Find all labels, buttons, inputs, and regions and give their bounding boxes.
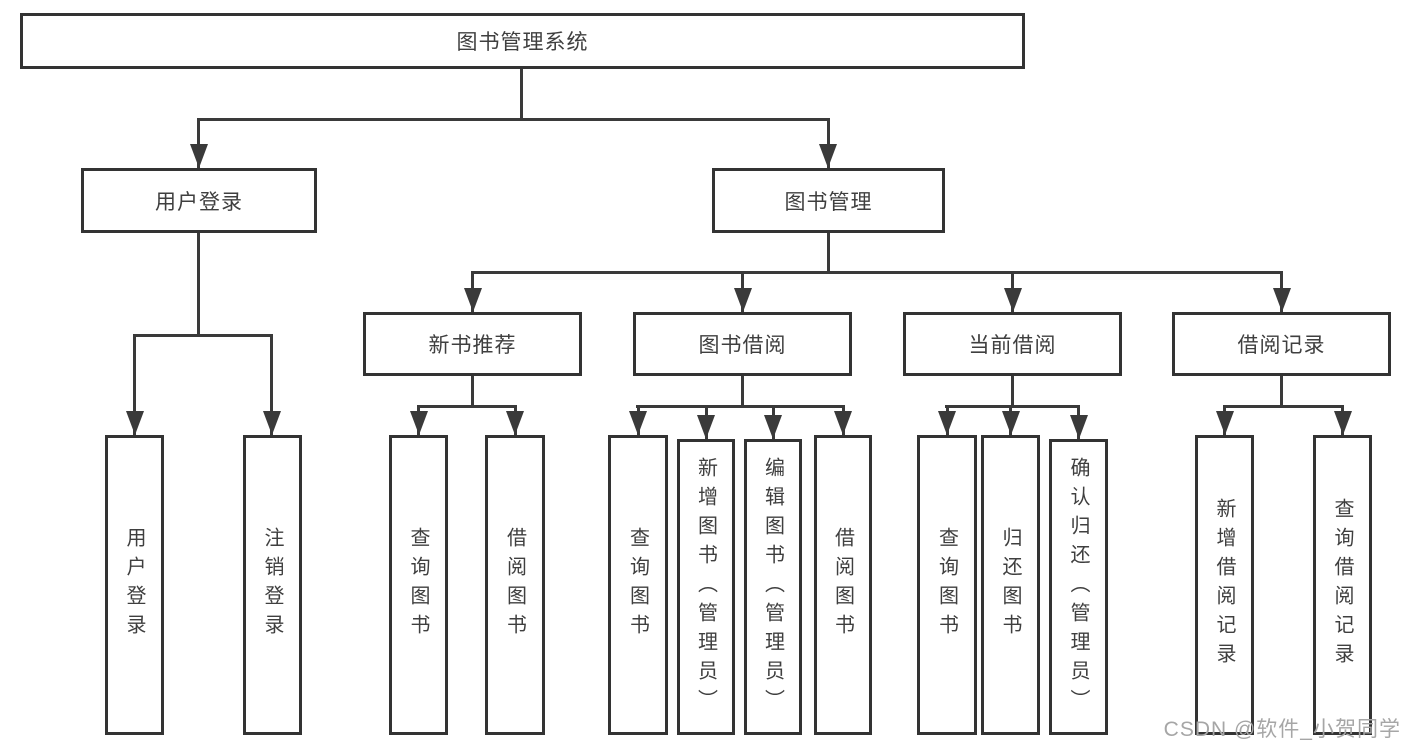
node-label: 借阅图书 — [831, 527, 854, 643]
edge-line — [827, 233, 830, 271]
arrowhead-icon — [629, 411, 647, 435]
node-label: 当前借阅 — [968, 334, 1057, 357]
leaf-logout: 注销登录 — [243, 435, 302, 735]
edge-line — [133, 334, 273, 337]
edge-line — [197, 118, 200, 168]
edge-line — [270, 334, 273, 435]
leaf-borrow-books-recommend: 借阅图书 — [485, 435, 545, 735]
arrowhead-icon — [1216, 411, 1234, 435]
node-current-borrowing: 当前借阅 — [903, 312, 1122, 376]
leaf-query-borrow-record: 查询借阅记录 — [1313, 435, 1372, 735]
node-label: 查询借阅记录 — [1331, 498, 1353, 672]
node-label: 用户登录 — [123, 527, 145, 643]
edge-line — [1011, 376, 1014, 405]
leaf-confirm-return-admin: 确认归还（管理员） — [1049, 439, 1108, 735]
node-label: 新增图书（管理员） — [694, 456, 717, 718]
node-new-book-recommend: 新书推荐 — [363, 312, 582, 376]
arrowhead-icon — [1334, 411, 1352, 435]
edge-line — [471, 271, 1283, 274]
node-label: 新书推荐 — [428, 334, 517, 357]
arrowhead-icon — [1002, 411, 1020, 435]
node-label: 借阅图书 — [503, 527, 526, 643]
edge-line — [197, 118, 830, 121]
arrowhead-icon — [819, 144, 837, 168]
arrowhead-icon — [464, 288, 482, 312]
node-label: 图书管理系统 — [456, 31, 589, 54]
node-user-login: 用户登录 — [81, 168, 317, 233]
node-label: 查询图书 — [407, 527, 429, 643]
leaf-query-books-recommend: 查询图书 — [389, 435, 448, 735]
node-book-borrowing: 图书借阅 — [633, 312, 852, 376]
leaf-borrow-books: 借阅图书 — [814, 435, 872, 735]
arrowhead-icon — [834, 411, 852, 435]
node-label: 编辑图书（管理员） — [761, 456, 784, 718]
edge-line — [520, 69, 523, 118]
leaf-add-books-admin: 新增图书（管理员） — [677, 439, 735, 735]
edge-line — [197, 233, 200, 334]
node-label: 借阅记录 — [1237, 334, 1326, 357]
node-label: 注销登录 — [261, 527, 283, 643]
arrowhead-icon — [1273, 288, 1291, 312]
node-label: 图书借阅 — [698, 334, 787, 357]
leaf-add-borrow-record: 新增借阅记录 — [1195, 435, 1254, 735]
arrowhead-icon — [126, 411, 144, 435]
leaf-query-books-borrow: 查询图书 — [608, 435, 668, 735]
node-label: 新增借阅记录 — [1213, 498, 1235, 672]
node-label: 图书管理 — [784, 190, 873, 214]
node-label: 查询图书 — [935, 527, 958, 643]
edge-line — [417, 405, 516, 408]
edge-line — [741, 376, 744, 405]
edge-line — [1280, 376, 1283, 405]
arrowhead-icon — [734, 288, 752, 312]
node-borrowing-records: 借阅记录 — [1172, 312, 1391, 376]
watermark: CSDN @软件_小贺同学 — [1163, 718, 1401, 741]
edge-line — [133, 334, 136, 435]
arrowhead-icon — [697, 415, 715, 439]
node-label: 查询图书 — [626, 527, 649, 643]
edge-line — [636, 405, 845, 408]
arrowhead-icon — [938, 411, 956, 435]
leaf-query-books-current: 查询图书 — [917, 435, 977, 735]
edge-line — [945, 405, 1079, 408]
edge-line — [471, 376, 474, 405]
leaf-return-books: 归还图书 — [981, 435, 1040, 735]
node-label: 归还图书 — [999, 527, 1021, 643]
arrowhead-icon — [1070, 415, 1088, 439]
arrowhead-icon — [1004, 288, 1022, 312]
leaf-edit-books-admin: 编辑图书（管理员） — [744, 439, 802, 735]
node-root-system: 图书管理系统 — [20, 13, 1025, 69]
leaf-user-login: 用户登录 — [105, 435, 164, 735]
edge-line — [827, 118, 830, 168]
arrowhead-icon — [506, 411, 524, 435]
edge-line — [1223, 405, 1344, 408]
node-book-management: 图书管理 — [712, 168, 945, 233]
arrowhead-icon — [263, 411, 281, 435]
node-label: 用户登录 — [155, 190, 243, 214]
arrowhead-icon — [190, 144, 208, 168]
arrowhead-icon — [410, 411, 428, 435]
arrowhead-icon — [764, 415, 782, 439]
node-label: 确认归还（管理员） — [1067, 456, 1089, 718]
